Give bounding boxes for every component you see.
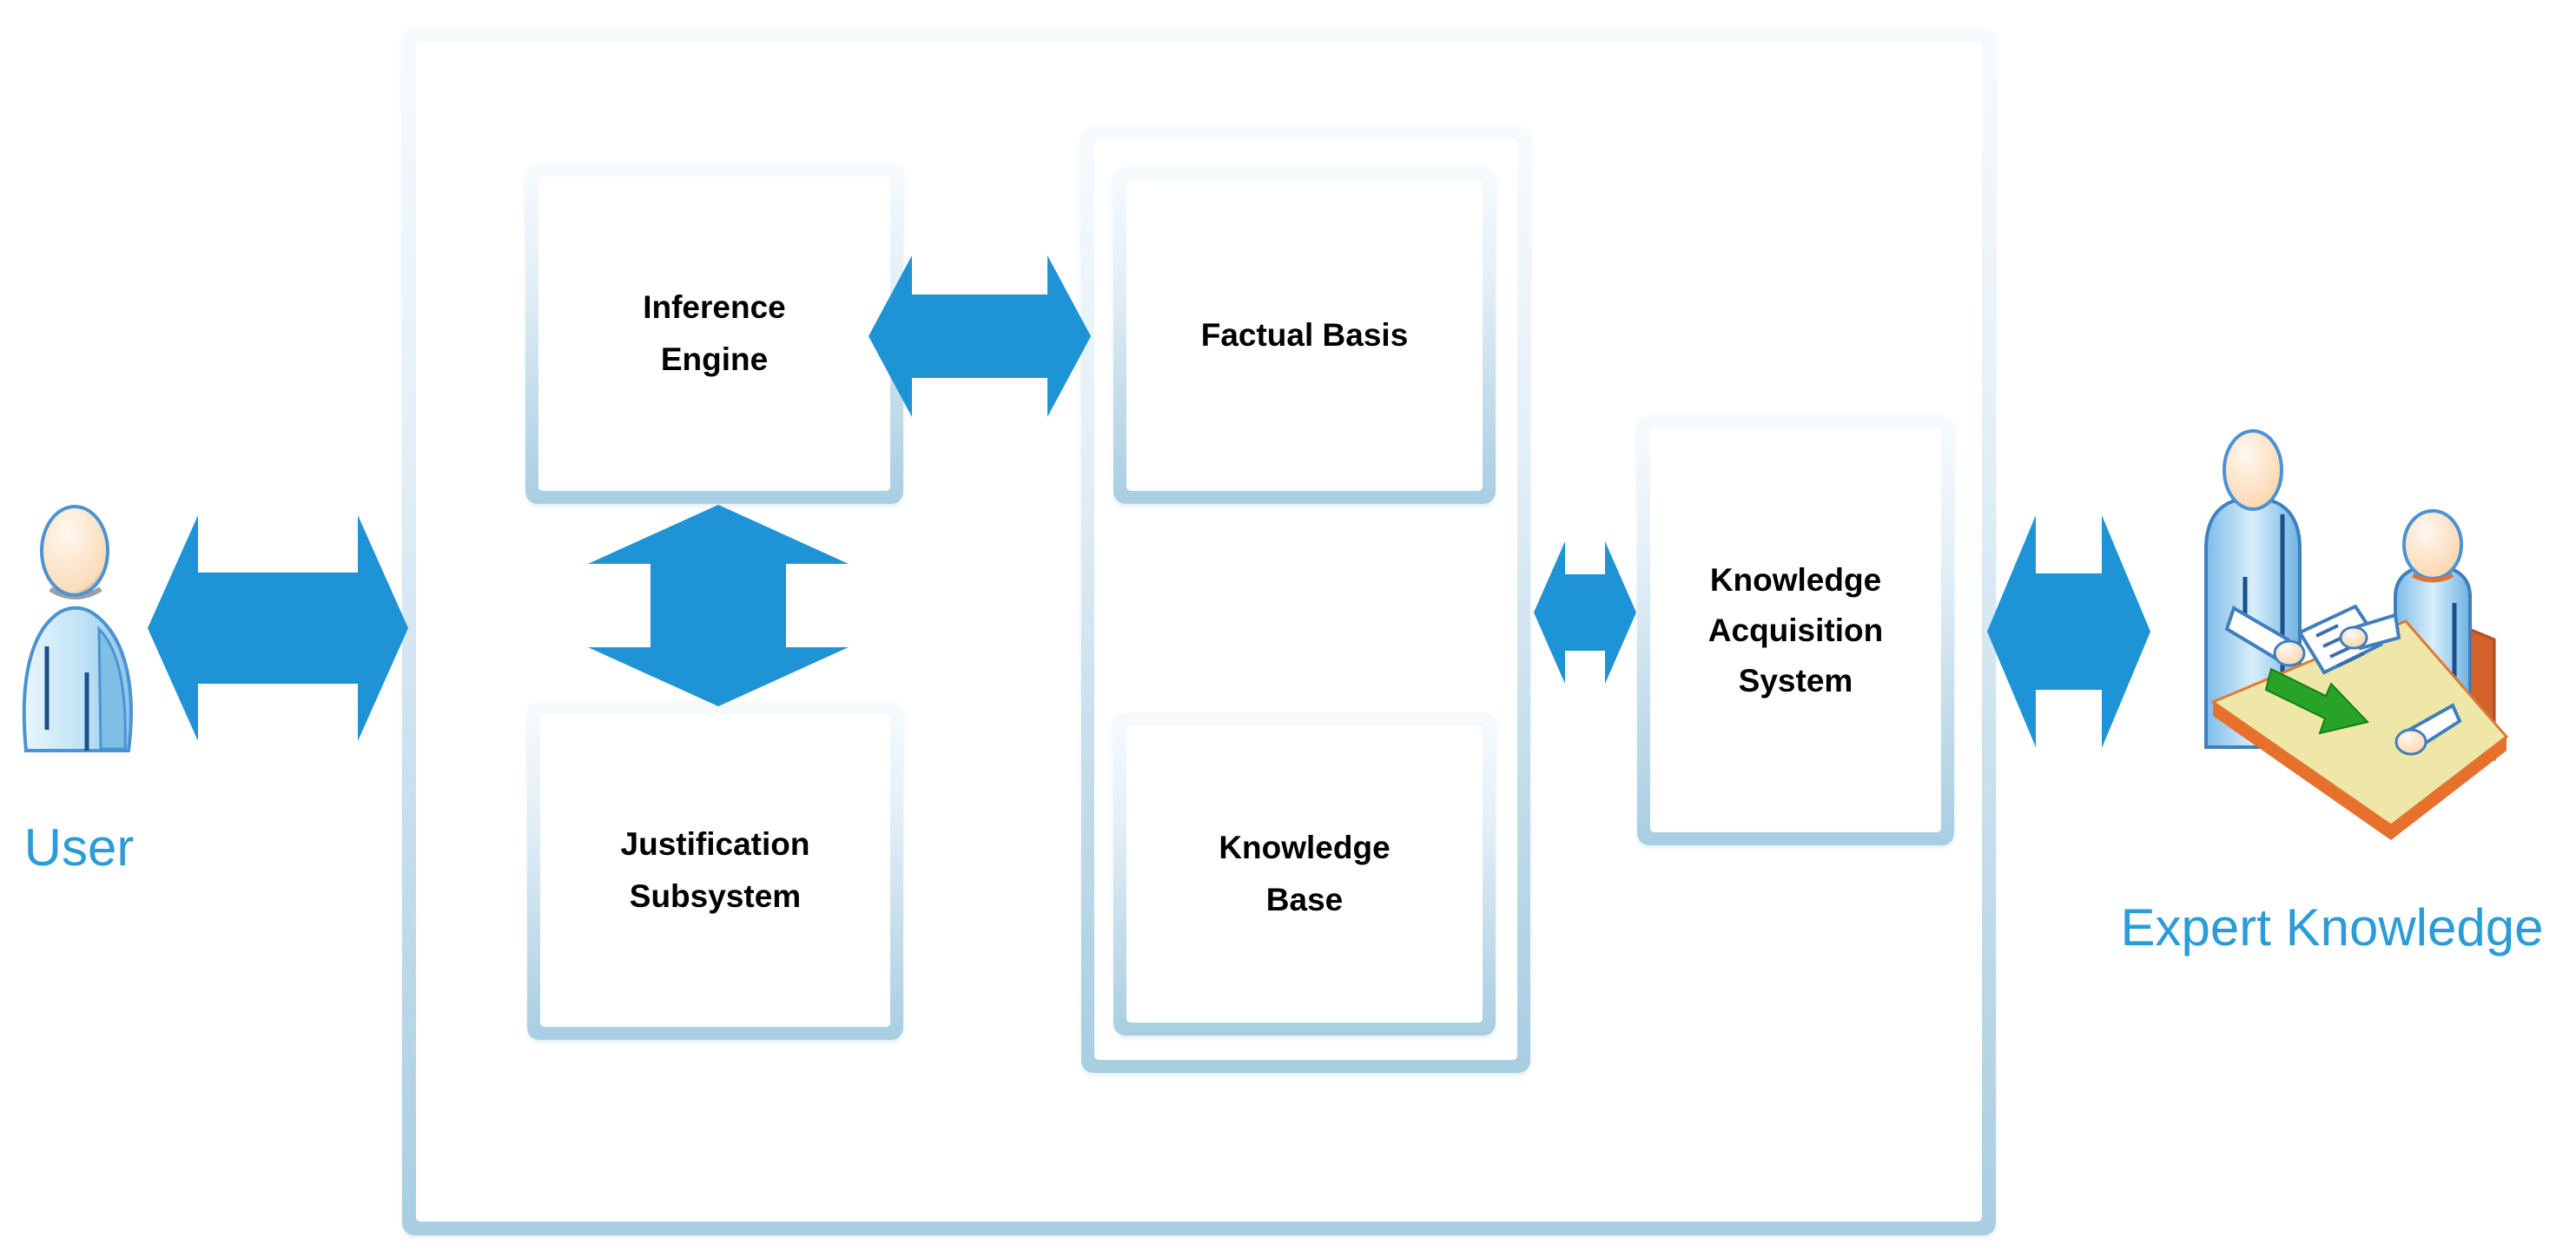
inference-engine-label: Inference Engine xyxy=(525,163,903,504)
desk-front-edge xyxy=(2213,702,2391,840)
expert1-head xyxy=(2223,429,2283,511)
knowledge-base-label: Knowledge Base xyxy=(1113,712,1496,1036)
expert2-hand-upper xyxy=(2339,626,2368,650)
label-line: Acquisition xyxy=(1707,612,1884,648)
expert2-head xyxy=(2402,509,2463,580)
arrow-user-system xyxy=(148,515,408,741)
justification-subsystem-box-inner xyxy=(540,714,890,1027)
user-person-icon xyxy=(22,505,133,752)
inference-engine-box: Inference Engine xyxy=(525,163,903,504)
document-line xyxy=(2315,624,2339,638)
label-line: Subsystem xyxy=(629,878,802,914)
label-line: Inference xyxy=(643,289,786,325)
document-line xyxy=(2336,652,2365,668)
expert2-neck xyxy=(2411,573,2454,583)
factual-basis-box: Factual Basis xyxy=(1113,167,1496,504)
inference-engine-box-inner xyxy=(538,176,890,491)
label-line: System xyxy=(1738,662,1853,699)
user-body-shade xyxy=(97,626,127,751)
user-head xyxy=(40,505,109,597)
knowledge-base-box: Knowledge Base xyxy=(1113,712,1496,1036)
justification-subsystem-box: Justification Subsystem xyxy=(527,701,903,1040)
justification-subsystem-label: Justification Subsystem xyxy=(527,701,903,1040)
knowledge-acquisition-system-box-inner xyxy=(1650,428,1941,832)
knowledge-acquisition-system-label: Knowledge Acquisition System xyxy=(1637,415,1954,845)
factual-basis-label: Factual Basis xyxy=(1113,167,1496,504)
label-line: Knowledge xyxy=(1219,830,1390,865)
expert1-hand xyxy=(2273,639,2306,667)
label-line: Justification xyxy=(620,826,810,862)
expert2-hand-lower xyxy=(2394,728,2427,756)
knowledge-acquisition-system-box: Knowledge Acquisition System xyxy=(1637,415,1954,845)
label-line: Engine xyxy=(660,341,769,377)
label-line: Knowledge xyxy=(1709,561,1882,598)
knowledge-base-box-inner xyxy=(1126,725,1483,1023)
label-line: Factual Basis xyxy=(1200,317,1409,353)
arrow-system-expert xyxy=(1987,515,2150,748)
expert-knowledge-handover-icon xyxy=(2204,429,2509,840)
desk-green-arrow xyxy=(2264,667,2369,735)
label-line: Base xyxy=(1265,882,1344,917)
expert-knowledge-caption: Expert Knowledge xyxy=(2120,898,2544,957)
user-caption: User xyxy=(23,818,135,877)
desk-right-edge xyxy=(2391,737,2507,840)
factual-basis-box-inner xyxy=(1126,180,1483,491)
